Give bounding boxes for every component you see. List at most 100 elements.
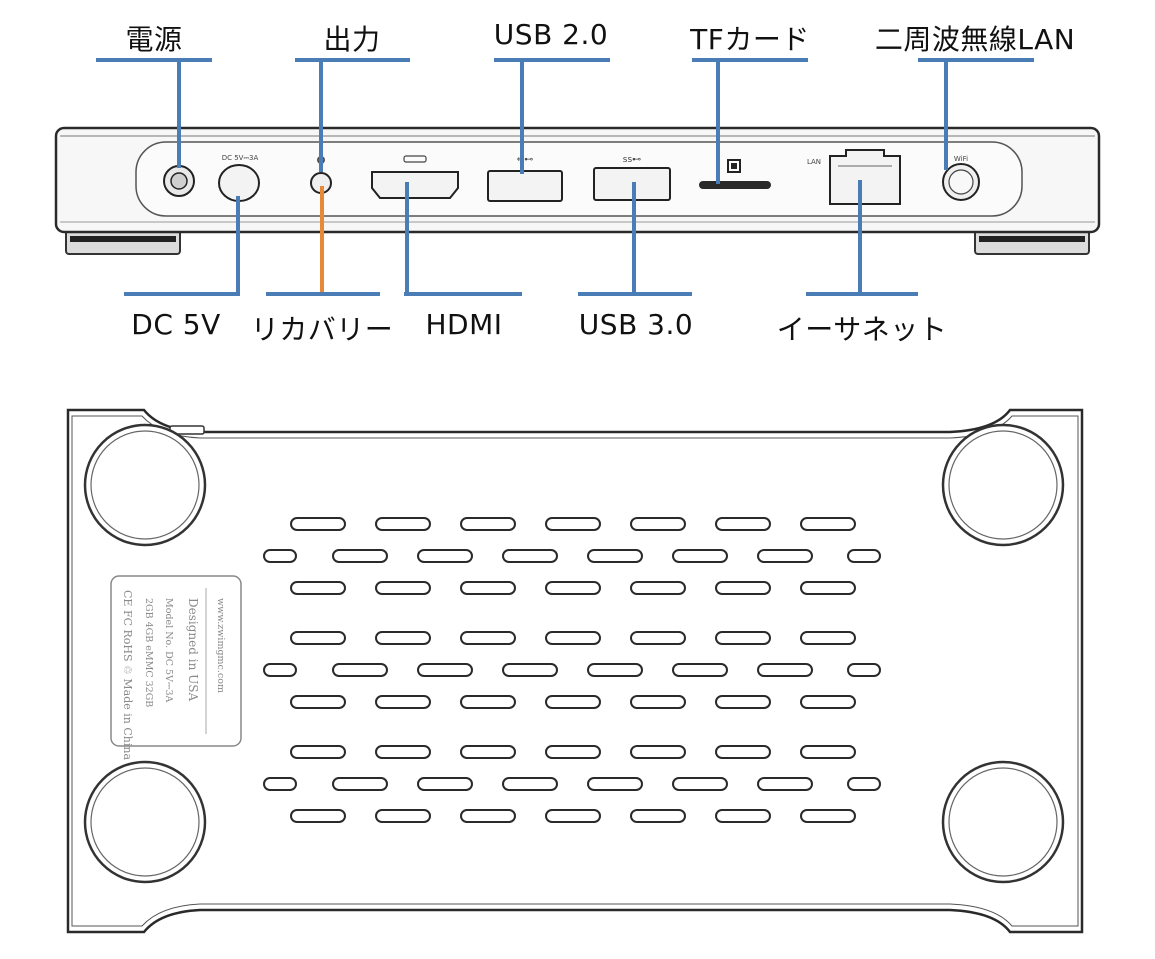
device-bottom-view xyxy=(66,408,1084,934)
vent-slot xyxy=(847,549,881,563)
leader-lines xyxy=(96,58,1034,296)
vent-slot xyxy=(587,549,643,563)
vent-slot xyxy=(587,663,643,677)
vent-slot xyxy=(800,581,856,595)
sticker-model: Model No. DC 5V⎓3A xyxy=(163,598,174,703)
tf-card-symbol xyxy=(727,159,741,173)
tf-card-slot xyxy=(699,181,771,189)
usb2-port xyxy=(487,170,563,202)
vent-slot xyxy=(757,777,813,791)
vent-slot xyxy=(715,695,771,709)
left-foot-stripe xyxy=(70,236,176,242)
vent-slot xyxy=(715,809,771,823)
label-tf-card: TFカード xyxy=(690,23,810,56)
vent-slot xyxy=(630,631,686,645)
vent-slot xyxy=(417,663,473,677)
sticker-website: www.zwimgmc.com xyxy=(215,598,226,693)
power-button-inner xyxy=(170,172,188,190)
vent-slot xyxy=(715,631,771,645)
vent-slot xyxy=(545,809,601,823)
wifi-antenna-inner xyxy=(948,169,974,195)
usb3-symbol: ss⊷ xyxy=(623,155,641,165)
vent-slot xyxy=(375,745,431,759)
vent-slot xyxy=(460,809,516,823)
vent-slot xyxy=(800,695,856,709)
label-hdmi: HDMI xyxy=(425,308,503,341)
vent-slot xyxy=(375,695,431,709)
lan-marking: LAN xyxy=(807,158,821,166)
vent-slot xyxy=(290,631,346,645)
hdmi-marking xyxy=(403,155,427,163)
vent-slot xyxy=(715,517,771,531)
vent-slot xyxy=(545,695,601,709)
vent-slot xyxy=(460,631,516,645)
device-rear-panel: DC 5V⎓3A ⇐⊷ ss⊷ LAN WiFi xyxy=(54,126,1101,255)
vent-slot xyxy=(847,777,881,791)
sticker-designed: Designed in USA xyxy=(186,598,200,702)
vent-slot xyxy=(672,549,728,563)
vent-slot xyxy=(460,517,516,531)
vent-slot xyxy=(263,777,297,791)
label-output: 出力 xyxy=(323,23,381,56)
vent-slot xyxy=(290,695,346,709)
vent-slot xyxy=(715,745,771,759)
vent-slot xyxy=(332,549,388,563)
rubber-foot-bottom-left xyxy=(83,760,207,884)
vent-slot xyxy=(290,745,346,759)
label-wifi: 二周波無線LAN xyxy=(874,23,1076,56)
label-ethernet: イーサネット xyxy=(776,313,948,346)
vent-slot xyxy=(375,809,431,823)
vent-slot xyxy=(800,517,856,531)
hdmi-port xyxy=(371,171,459,199)
vent-slot xyxy=(375,517,431,531)
vent-slot xyxy=(290,517,346,531)
vent-slot xyxy=(375,631,431,645)
vent-slot xyxy=(630,517,686,531)
vent-slot xyxy=(545,745,601,759)
right-foot-stripe xyxy=(979,236,1085,242)
ethernet-port xyxy=(829,149,901,205)
rubber-foot-top-left xyxy=(83,423,207,547)
vent-slot xyxy=(847,663,881,677)
vent-slot xyxy=(545,631,601,645)
label-usb3: USB 3.0 xyxy=(578,308,694,341)
vent-slot xyxy=(672,663,728,677)
vent-slot xyxy=(630,745,686,759)
vent-slot xyxy=(757,663,813,677)
vent-slot xyxy=(715,581,771,595)
vent-slot xyxy=(630,809,686,823)
vent-slot xyxy=(545,517,601,531)
label-usb2: USB 2.0 xyxy=(493,18,609,51)
vent-slot xyxy=(800,745,856,759)
vent-slot xyxy=(460,581,516,595)
product-sticker xyxy=(110,575,242,747)
vent-slot xyxy=(502,777,558,791)
port-recess xyxy=(135,141,1023,217)
vent-slot xyxy=(263,663,297,677)
vent-slots xyxy=(263,517,881,823)
vent-slot xyxy=(460,695,516,709)
rubber-foot-top-right xyxy=(941,423,1065,547)
label-dc: DC 5V xyxy=(131,308,221,341)
dc-marking: DC 5V⎓3A xyxy=(222,154,259,162)
wifi-marking: WiFi xyxy=(954,155,968,163)
dc-jack-port xyxy=(218,164,260,202)
vent-slot xyxy=(290,581,346,595)
vent-slot xyxy=(417,549,473,563)
vent-slot xyxy=(460,745,516,759)
vent-slot xyxy=(630,695,686,709)
vent-slot xyxy=(502,663,558,677)
vent-slot xyxy=(672,777,728,791)
vent-slot xyxy=(417,777,473,791)
vent-slot xyxy=(375,581,431,595)
vent-slot xyxy=(630,581,686,595)
vent-slot xyxy=(545,581,601,595)
vent-slot xyxy=(502,549,558,563)
vent-slot xyxy=(263,549,297,563)
label-power: 電源 xyxy=(125,23,183,56)
sticker-cert: CE FC RoHS ♲ Made in China xyxy=(121,590,134,761)
vent-slot xyxy=(290,809,346,823)
vent-slot xyxy=(757,549,813,563)
